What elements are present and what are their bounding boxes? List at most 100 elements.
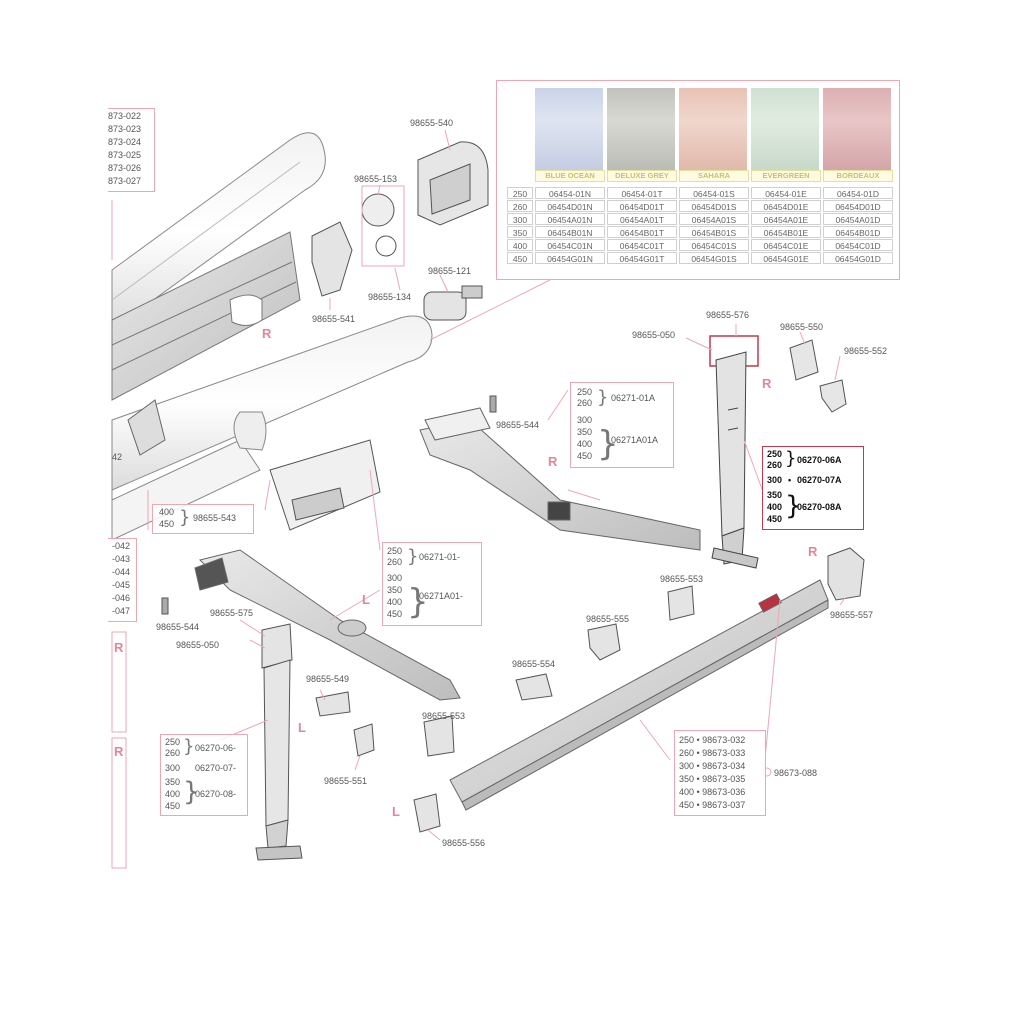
left-leg-brace-1: } — [183, 736, 195, 757]
fabric-code-cell: 06454B01S — [679, 226, 749, 238]
right-leg-len-350: 350 — [767, 490, 783, 500]
fabric-code-cell: 06454-01S — [679, 187, 749, 199]
awning-case — [111, 231, 301, 401]
left-leg — [255, 623, 303, 861]
front-bar-row: 250 • 98673-032 — [679, 735, 746, 745]
left-code-top-5: 873-026 — [108, 163, 142, 173]
side-mark-r-2: R — [548, 454, 558, 469]
box-left-arm: 250 260 } 06271-01- 300 350 400 450 } 06… — [382, 542, 482, 626]
fabric-code-cell: 06454-01N — [535, 187, 605, 199]
label-98655-544-left: 98655-544 — [156, 622, 200, 632]
swatch-sahara — [679, 88, 747, 170]
right-arm — [419, 407, 701, 551]
fabric-code-cell: 06454G01N — [535, 252, 605, 264]
left-arm — [194, 549, 461, 701]
fabric-code-cell: 06454D01D — [823, 200, 893, 212]
left-arm-len-400: 400 — [387, 597, 403, 607]
label-98655-552: 98655-552 — [844, 346, 888, 356]
left-code-top-2: 873-023 — [108, 124, 142, 134]
right-arm-code-1: 06271-01A — [611, 393, 656, 403]
fabric-code-cell: 06454D01T — [607, 200, 677, 212]
fabric-code-cell: 06454A01T — [607, 213, 677, 225]
label-98655-121: 98655-121 — [428, 266, 472, 276]
label-98673-088: 98673-088 — [774, 768, 818, 778]
box-543-len-1: 400 — [159, 507, 175, 517]
left-leg-len-250: 250 — [165, 737, 181, 747]
swatch-blue-ocean — [535, 88, 603, 170]
side-marker-boxes — [111, 631, 127, 869]
fabric-code-cell: 06454B01E — [751, 226, 821, 238]
left-arm-len-450: 450 — [387, 609, 403, 619]
left-arm-brace-1: } — [407, 546, 419, 567]
swatch-bordeaux — [823, 88, 891, 170]
box-right-leg: 250 260 } 06270-06A 300 • 06270-07A 350 … — [762, 446, 864, 530]
length-cell: 250 — [507, 187, 533, 199]
right-arm-len-450: 450 — [577, 451, 593, 461]
label-98655-575: 98655-575 — [210, 608, 254, 618]
box-543-len-2: 450 — [159, 519, 175, 529]
label-98655-549: 98655-549 — [306, 674, 350, 684]
side-mark-l-1: L — [362, 592, 370, 607]
label-98655-541: 98655-541 — [312, 314, 356, 324]
front-bar-row: 450 • 98673-037 — [679, 800, 746, 810]
inner-tube — [111, 315, 433, 541]
fabric-code-cell: 06454-01T — [607, 187, 677, 199]
left-code-box-mid: -042 -043 -044 -045 -046 -047 — [108, 538, 137, 622]
label-98655-550: 98655-550 — [780, 322, 824, 332]
end-cap — [417, 141, 489, 226]
label-98655-557: 98655-557 — [830, 610, 874, 620]
side-mark-l-3: L — [392, 804, 400, 819]
left-partial-label: 42 — [112, 452, 123, 462]
right-leg-len-300: 300 — [767, 475, 783, 485]
label-98655-554: 98655-554 — [512, 659, 556, 669]
part-557 — [827, 547, 865, 601]
label-98655-153: 98655-153 — [354, 174, 398, 184]
parts-550-552 — [789, 339, 847, 413]
left-code-top-4: 873-025 — [108, 150, 142, 160]
roller-tube — [111, 132, 326, 331]
right-arm-len-260: 260 — [577, 398, 593, 408]
label-98655-050-left: 98655-050 — [176, 640, 220, 650]
left-leg-len-350: 350 — [165, 777, 181, 787]
side-mark-l-2: L — [298, 720, 306, 735]
label-98655-134: 98655-134 — [368, 292, 412, 302]
fabric-code-cell: 06454G01E — [751, 252, 821, 264]
front-bar — [449, 579, 829, 811]
left-arm-len-250: 250 — [387, 546, 403, 556]
fabric-code-cell: 06454B01D — [823, 226, 893, 238]
right-leg-bullet: • — [788, 475, 792, 485]
fabric-color-table: BLUE OCEAN DELUXE GREY SAHARA EVERGREEN … — [496, 80, 900, 280]
left-leg-code-3: 06270-08- — [195, 789, 237, 799]
length-cell: 260 — [507, 200, 533, 212]
fabric-code-cell: 06454-01D — [823, 187, 893, 199]
box-left-leg: 250 260 } 06270-06- 300 06270-07- 350 40… — [160, 734, 248, 816]
fabric-code-cell: 06454C01N — [535, 239, 605, 251]
fabric-code-cell: 06454A01E — [751, 213, 821, 225]
color-name-evergreen: EVERGREEN — [751, 170, 821, 182]
color-name-blue-ocean: BLUE OCEAN — [535, 170, 605, 182]
label-98655-050-right: 98655-050 — [632, 330, 676, 340]
fabric-code-cell: 06454D01N — [535, 200, 605, 212]
swatch-deluxe-grey — [607, 88, 675, 170]
label-98655-540: 98655-540 — [410, 118, 454, 128]
box-543-code: 98655-543 — [193, 513, 237, 523]
fabric-code-cell: 06454B01N — [535, 226, 605, 238]
right-leg-len-260: 260 — [767, 460, 783, 470]
right-leg-code-3: 06270-08A — [797, 502, 842, 512]
left-arm-code-2: 06271A01- — [419, 591, 464, 601]
fabric-code-cell: 06454G01D — [823, 252, 893, 264]
left-code-mid-6: -047 — [112, 606, 131, 616]
fabric-code-cell: 06454-01E — [751, 187, 821, 199]
right-leg — [709, 335, 759, 569]
label-98655-551: 98655-551 — [324, 776, 368, 786]
side-mark-r-4: R — [808, 544, 818, 559]
right-leg-len-400: 400 — [767, 502, 783, 512]
left-code-mid-4: -045 — [112, 580, 131, 590]
left-code-mid-3: -044 — [112, 567, 131, 577]
right-leg-code-2: 06270-07A — [797, 475, 842, 485]
fabric-code-cell: 06454B01T — [607, 226, 677, 238]
swatch-evergreen — [751, 88, 819, 170]
